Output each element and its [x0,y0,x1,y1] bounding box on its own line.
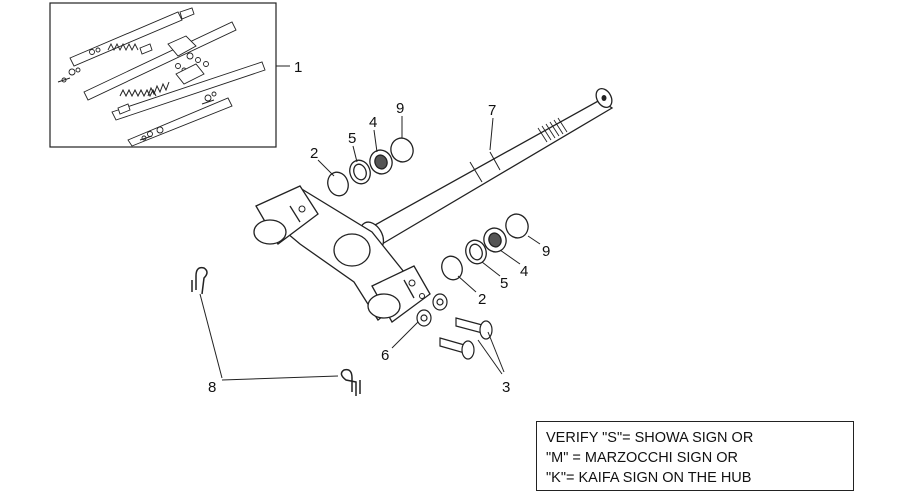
fork-assembly-inset [49,2,277,148]
callout-2-upper: 2 [310,145,318,162]
leader-lines [199,116,541,381]
callout-9-upper: 9 [396,100,404,117]
hooks [191,266,361,396]
callout-4-lower: 4 [520,263,528,280]
callout-1: 1 [294,59,302,76]
callout-3: 3 [502,379,510,396]
shaft-thread [537,117,568,143]
bottom-yoke [253,185,431,323]
callout-4-upper: 4 [369,114,377,131]
callout-2-lower: 2 [478,291,486,308]
callout-5-upper: 5 [348,130,356,147]
callout-8: 8 [208,379,216,396]
callout-5-lower: 5 [500,275,508,292]
lower-bearing-stack [441,213,529,281]
bolts [439,317,493,360]
callout-7: 7 [488,102,496,119]
washers [416,293,448,327]
callout-9-lower: 9 [542,243,550,260]
note-line-2: "M" = MARZOCCHI SIGN OR [546,450,738,466]
upper-bearing-stack [327,137,414,197]
note-line-1: VERIFY "S"= SHOWA SIGN OR [546,430,754,446]
steering-stem [359,88,614,251]
callout-6: 6 [381,347,389,364]
note-box: VERIFY "S"= SHOWA SIGN OR "M" = MARZOCCH… [536,421,854,491]
yoke-holes [298,205,425,299]
note-line-3: "K"= KAIFA SIGN ON THE HUB [546,470,752,486]
